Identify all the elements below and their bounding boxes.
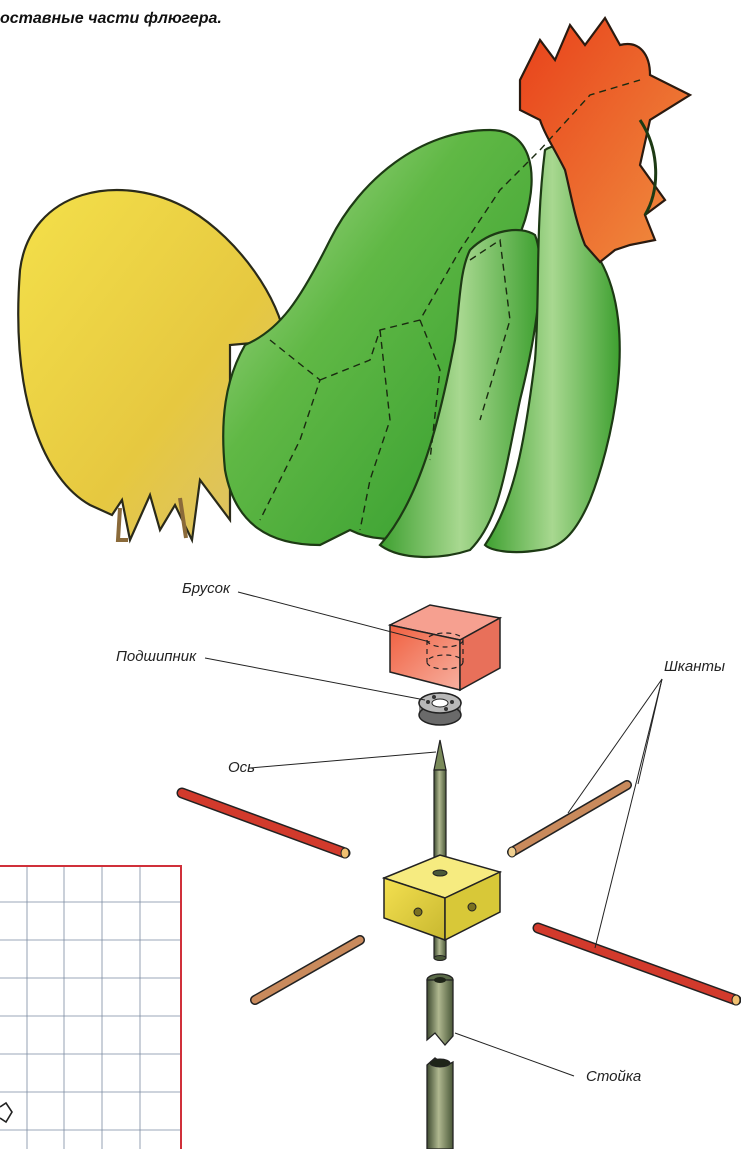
bearing-part bbox=[419, 693, 461, 725]
label-block: Брусок bbox=[182, 580, 230, 597]
hub-block bbox=[384, 855, 500, 940]
label-post: Стойка bbox=[586, 1068, 641, 1085]
rooster bbox=[18, 18, 690, 557]
label-dowels: Шканты bbox=[664, 658, 725, 675]
assembly bbox=[182, 592, 740, 1149]
pattern-grid bbox=[0, 866, 181, 1149]
block-part bbox=[390, 605, 500, 690]
label-axis: Ось bbox=[228, 759, 255, 776]
label-bearing: Подшипник bbox=[116, 648, 196, 665]
post-part bbox=[427, 974, 453, 1149]
